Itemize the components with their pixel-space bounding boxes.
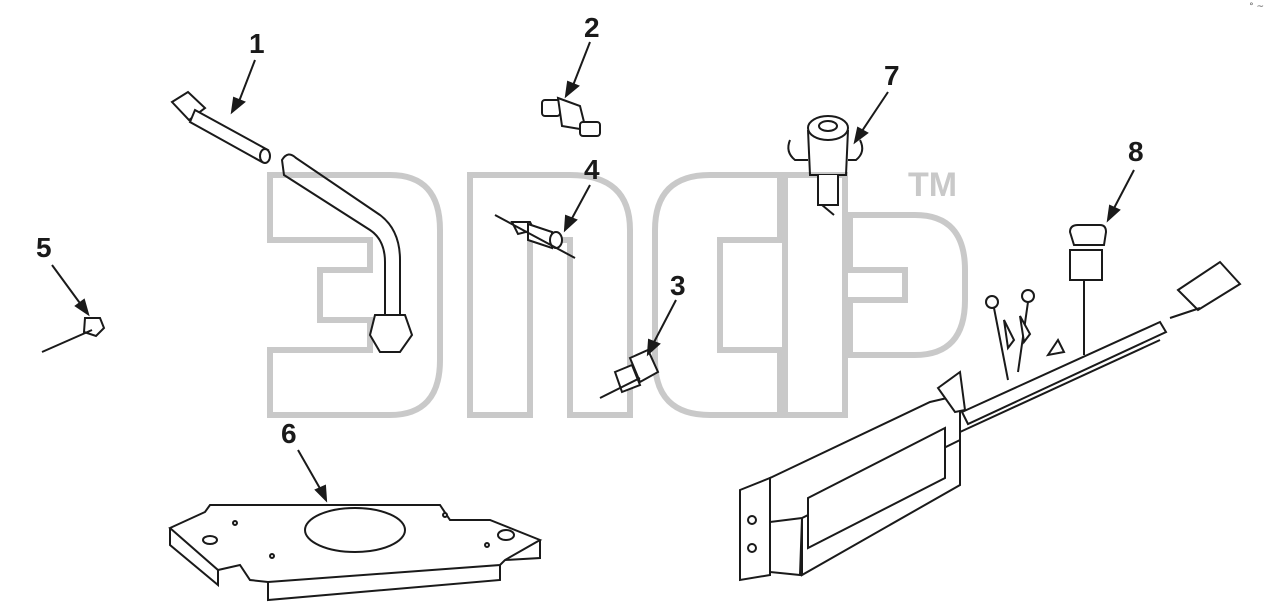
leader-arrow-4 bbox=[563, 184, 591, 233]
watermark-trademark: TM bbox=[908, 166, 958, 204]
leader-arrow-5 bbox=[51, 264, 90, 317]
part-1-tube-fitting bbox=[170, 90, 414, 353]
callout-2: 2 bbox=[584, 12, 600, 43]
part-6-mounting-plate bbox=[168, 504, 543, 602]
callout-6: 6 bbox=[281, 418, 297, 449]
part-5-bolt bbox=[41, 317, 106, 353]
corner-mark: ° ~ bbox=[1249, 2, 1264, 12]
leader-arrow-2 bbox=[564, 41, 591, 99]
callout-5: 5 bbox=[36, 232, 52, 263]
leader-arrow-6 bbox=[297, 449, 328, 503]
part-2-pressure-switch bbox=[541, 96, 601, 137]
callout-1: 1 bbox=[249, 28, 265, 59]
leader-lines bbox=[51, 41, 1135, 503]
part-4-fitting bbox=[494, 214, 576, 259]
part-3-hex-fitting bbox=[599, 348, 660, 399]
part-8-wiring-harness bbox=[739, 224, 1242, 582]
leader-arrow-8 bbox=[1106, 169, 1135, 223]
callout-7: 7 bbox=[884, 60, 900, 91]
callout-4: 4 bbox=[584, 154, 600, 185]
leader-arrow-1 bbox=[230, 59, 256, 115]
callout-8: 8 bbox=[1128, 136, 1144, 167]
part-7-sensor bbox=[787, 115, 864, 216]
leader-arrow-3 bbox=[646, 299, 677, 357]
leader-arrow-7 bbox=[853, 91, 889, 145]
callout-3: 3 bbox=[670, 270, 686, 301]
